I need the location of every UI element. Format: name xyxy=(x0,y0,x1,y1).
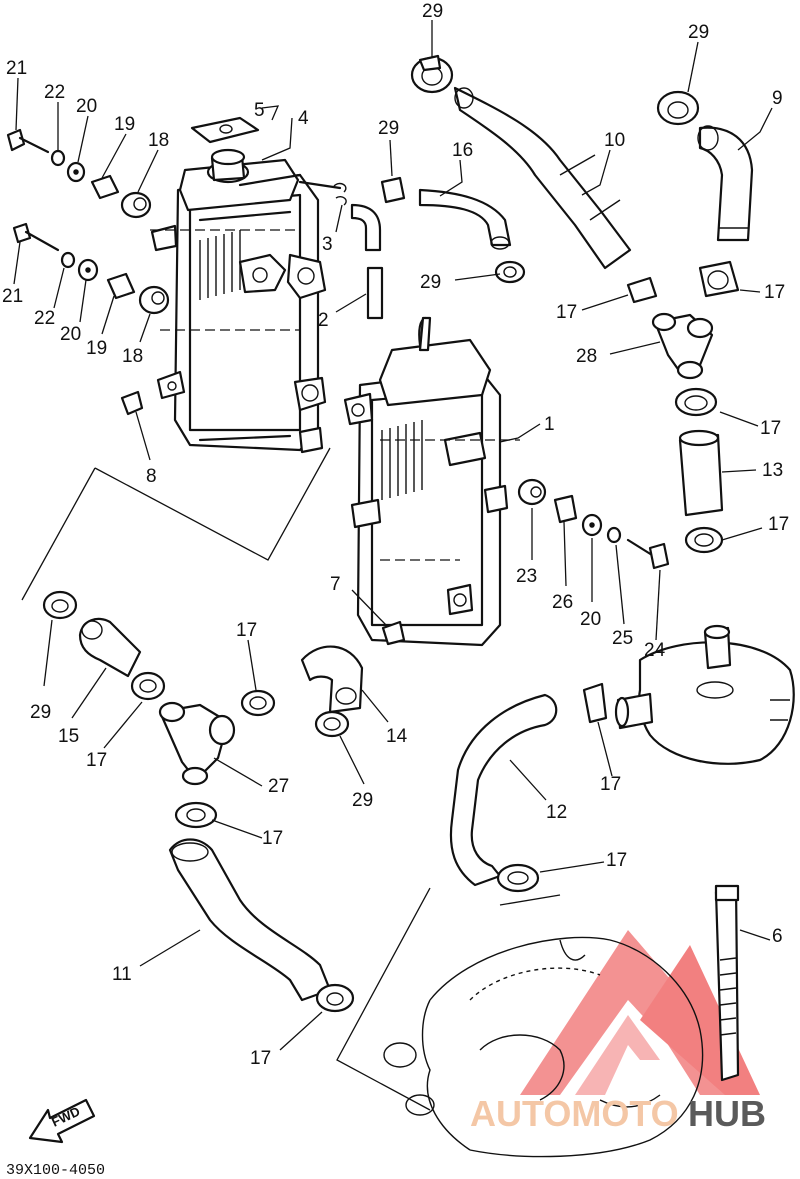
callout-17-a: 17 xyxy=(556,302,577,323)
left-hardware xyxy=(6,116,260,416)
callout-17-b: 17 xyxy=(764,282,785,303)
callout-19-top: 19 xyxy=(114,114,135,135)
lower-hoses xyxy=(42,590,740,1082)
watermark-text: AUTOMOTO HUB xyxy=(470,1093,766,1134)
callout-1: 1 xyxy=(544,414,555,435)
callout-29-topright: 29 xyxy=(688,22,709,43)
callout-28: 28 xyxy=(576,346,597,367)
callout-16: 16 xyxy=(452,140,473,161)
callout-13: 13 xyxy=(762,460,783,481)
callout-29-top: 29 xyxy=(422,1,443,22)
watermark-text-part1: AUTOMOTO xyxy=(470,1093,679,1134)
callout-15: 15 xyxy=(58,726,79,747)
leader-lines xyxy=(13,20,773,1111)
callout-numbers: 29 29 9 10 16 29 5 4 21 22 20 19 18 3 2 … xyxy=(2,1,789,1069)
callout-8: 8 xyxy=(146,466,157,487)
callout-24: 24 xyxy=(644,640,666,661)
callout-11: 11 xyxy=(112,964,132,985)
callout-17-f: 17 xyxy=(86,750,107,771)
callout-18-top: 18 xyxy=(148,130,169,151)
callout-17-h: 17 xyxy=(262,828,283,849)
callout-20-top: 20 xyxy=(76,96,97,117)
engine-outline xyxy=(383,936,704,1158)
callout-9: 9 xyxy=(772,88,783,109)
callout-7: 7 xyxy=(330,574,341,595)
callout-23: 23 xyxy=(516,566,537,587)
callout-17-g: 17 xyxy=(600,774,621,795)
callout-29-lower: 29 xyxy=(352,790,373,811)
right-hardware xyxy=(381,260,795,765)
callout-6: 6 xyxy=(772,926,783,947)
diagram-code: 39X100-4050 xyxy=(6,1162,105,1179)
callout-5: 5 xyxy=(254,100,265,121)
callout-3: 3 xyxy=(322,234,333,255)
callout-29-center: 29 xyxy=(420,272,441,293)
callout-18-bottom: 18 xyxy=(122,346,143,367)
callout-17-e: 17 xyxy=(236,620,257,641)
fwd-arrow: FWD xyxy=(28,1098,96,1144)
radiator-left xyxy=(150,148,327,454)
callout-20-bottom: 20 xyxy=(60,324,81,345)
callout-25: 25 xyxy=(612,628,633,649)
callout-2: 2 xyxy=(318,310,329,331)
callout-12: 12 xyxy=(546,802,567,823)
watermark-text-part2: HUB xyxy=(688,1093,766,1134)
callout-21-bottom: 21 xyxy=(2,286,23,307)
callout-10: 10 xyxy=(604,130,625,151)
callout-21-top: 21 xyxy=(6,58,27,79)
callout-29-mid: 29 xyxy=(378,118,399,139)
top-hoses xyxy=(298,54,754,320)
callout-26: 26 xyxy=(552,592,573,613)
callout-17-j: 17 xyxy=(250,1048,271,1069)
callout-27: 27 xyxy=(268,776,289,797)
callout-22-bottom: 22 xyxy=(34,308,55,329)
callout-14: 14 xyxy=(386,726,408,747)
callout-29-left: 29 xyxy=(30,702,51,723)
callout-22-top: 22 xyxy=(44,82,65,103)
callout-17-c: 17 xyxy=(760,418,781,439)
callout-17-d: 17 xyxy=(768,514,789,535)
callout-20-right: 20 xyxy=(580,609,601,630)
radiator-right xyxy=(343,316,520,647)
callout-19-bottom: 19 xyxy=(86,338,107,359)
callout-4: 4 xyxy=(298,108,309,129)
callout-17-i: 17 xyxy=(606,850,627,871)
